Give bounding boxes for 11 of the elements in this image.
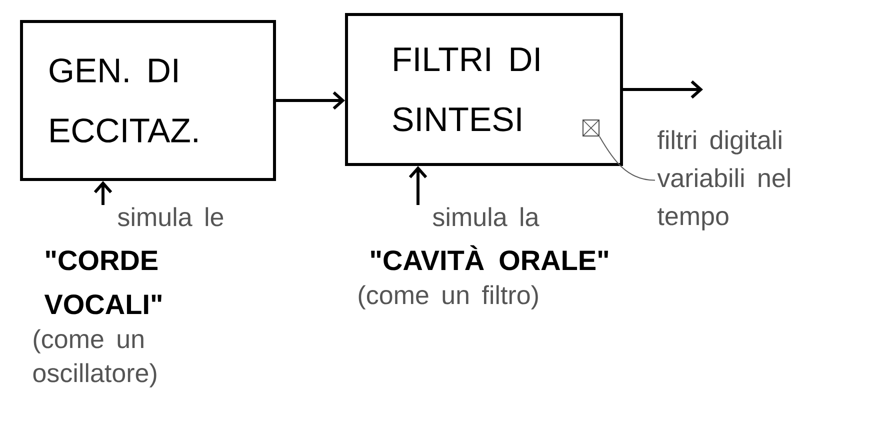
arrow xyxy=(94,181,112,205)
arrow xyxy=(408,166,428,205)
process-box: FILTRI DI SINTESI xyxy=(345,13,623,166)
leader-line xyxy=(599,136,656,181)
arrow xyxy=(276,91,345,110)
process-box: GEN. DI ECCITAZ. xyxy=(20,20,276,181)
note-text: filtri digitali variabili nel tempo xyxy=(657,130,790,230)
annotation-text: simula la "CAVITÀ ORALE" (come un filtro) xyxy=(358,207,608,310)
crossed-square-symbol xyxy=(582,120,600,136)
annotation-text: simula le "CORDE VOCALI" (come un oscillatore) xyxy=(33,207,224,388)
arrow xyxy=(623,80,703,99)
